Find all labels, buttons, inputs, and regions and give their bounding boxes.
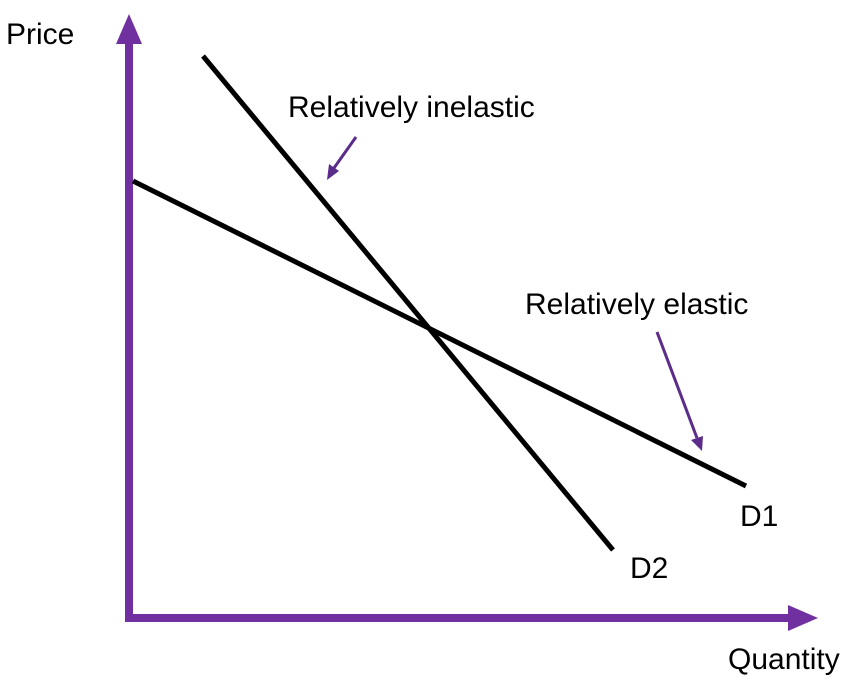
d1-label: D1 (740, 500, 778, 533)
elastic-pointer-arrowhead (691, 436, 703, 451)
demand-curve-d1 (131, 178, 748, 489)
elastic-annotation: Relatively elastic (525, 288, 748, 321)
inelastic-annotation: Relatively inelastic (288, 91, 535, 124)
y-axis-arrowhead (116, 14, 142, 44)
inelastic-pointer-arrowhead (327, 164, 339, 180)
elastic-pointer-arrow (655, 331, 699, 439)
d2-label: D2 (630, 552, 668, 585)
demand-curve-d2 (201, 54, 615, 552)
x-axis-label: Quantity (728, 643, 840, 676)
x-axis-arrowhead (788, 605, 818, 631)
inelastic-pointer-arrow (332, 136, 358, 169)
y-axis-label: Price (6, 18, 74, 51)
